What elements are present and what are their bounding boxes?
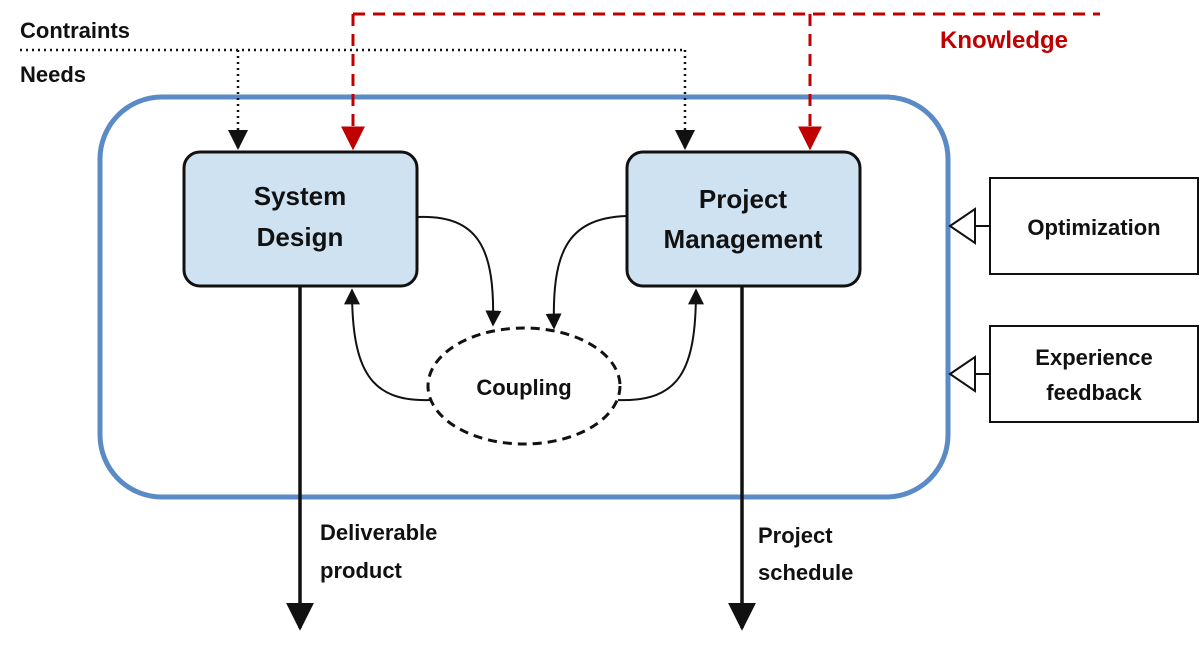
system-design-to-coupling-arrow	[417, 215, 502, 327]
schedule-label-line1: Project	[758, 523, 833, 548]
project-management-label-line2: Management	[664, 224, 823, 254]
knowledge-label: Knowledge	[940, 27, 1068, 54]
system-design-label-line1: System	[254, 181, 347, 211]
optimization-hollow-arrow-icon	[948, 207, 976, 245]
deliverable-label-line1: Deliverable	[320, 520, 437, 545]
schedule-label-line2: schedule	[758, 560, 853, 585]
optimization-box	[989, 177, 1199, 275]
optimization-label: Optimization	[1027, 215, 1160, 240]
project-management-box	[625, 150, 862, 288]
coupling-ellipse	[426, 326, 622, 446]
experience-hollow-arrow-icon	[948, 355, 976, 393]
system-design-box	[182, 150, 419, 288]
project-management-label-line1: Project	[699, 184, 787, 214]
constraints-label: Contraints	[20, 18, 130, 43]
coupling-label: Coupling	[476, 375, 571, 400]
coupling-to-project-mgmt-arrow	[617, 288, 704, 402]
experience-label-line1: Experience	[1035, 345, 1152, 370]
experience-feedback-box	[989, 325, 1199, 423]
system-design-label-line2: Design	[257, 222, 344, 252]
process-container	[97, 94, 951, 500]
coupling-to-system-design-arrow	[344, 288, 431, 402]
experience-label-line2: feedback	[1046, 380, 1142, 405]
needs-label: Needs	[20, 62, 86, 87]
project-mgmt-to-coupling-arrow	[545, 215, 628, 330]
deliverable-label-line2: product	[320, 558, 403, 583]
